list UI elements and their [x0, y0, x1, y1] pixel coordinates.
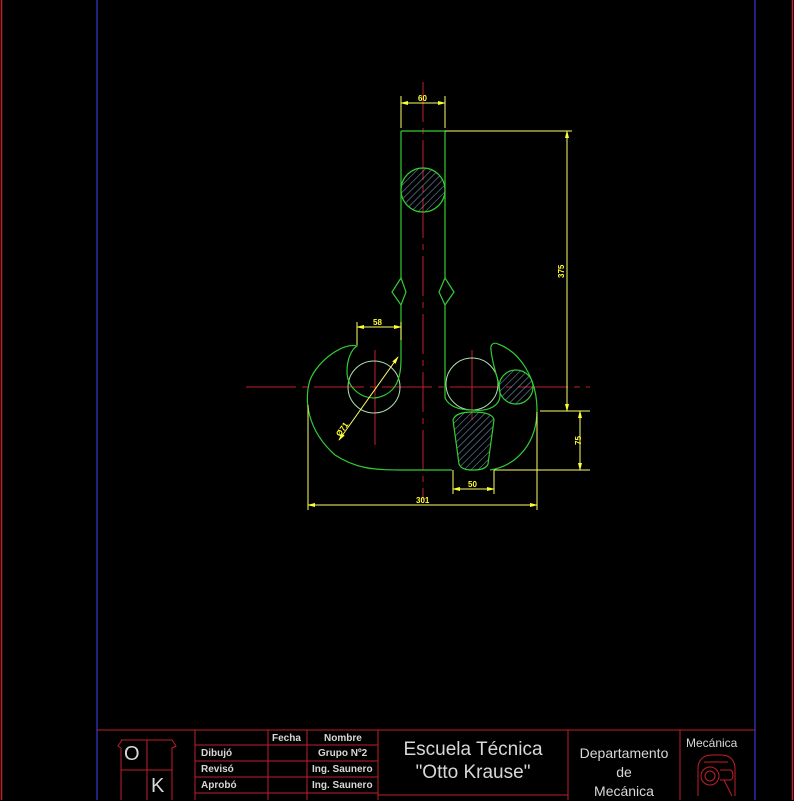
logo-letter-k: K — [151, 775, 165, 797]
row-name-dibujo: Grupo Nº2 — [318, 748, 368, 759]
row-name-reviso: Ing. Saunero — [312, 764, 373, 775]
row-role-aprobo: Aprobó — [201, 780, 237, 791]
centerlines — [246, 82, 590, 500]
row-role-reviso: Revisó — [201, 764, 234, 775]
header-nombre: Nombre — [324, 733, 362, 744]
mecanica-emblem-icon — [697, 754, 736, 797]
hatched-sections — [400, 167, 534, 471]
department-line-3: Mecánica — [594, 783, 654, 799]
department-line-2: de — [616, 764, 632, 780]
dim-throat-offset: 58 — [373, 318, 382, 327]
dim-total-height: 375 — [557, 264, 566, 278]
school-name: Escuela Técnica "Otto Krause" — [378, 738, 568, 784]
dim-section-width: 50 — [468, 480, 477, 489]
row-name-aprobo: Ing. Saunero — [312, 780, 373, 791]
header-fecha: Fecha — [272, 733, 301, 744]
dim-overall-width: 301 — [416, 496, 430, 505]
title-block-grid — [97, 729, 755, 800]
row-role-dibujo: Dibujó — [201, 748, 233, 759]
hook-outline — [306, 130, 538, 471]
dim-shank-width: 60 — [418, 94, 427, 103]
dim-section-height: 75 — [574, 436, 583, 445]
school-line-1: Escuela Técnica — [403, 739, 543, 760]
specialty-label: Mecánica — [686, 736, 738, 750]
logo-letter-o: O — [124, 743, 140, 765]
dim-inner-diameter: Ø71 — [334, 420, 350, 438]
dimensions — [307, 96, 590, 510]
department-line-1: Departamento — [579, 745, 669, 761]
department-name: Departamento de Mecánica — [568, 744, 680, 801]
school-line-2: "Otto Krause" — [415, 762, 531, 783]
